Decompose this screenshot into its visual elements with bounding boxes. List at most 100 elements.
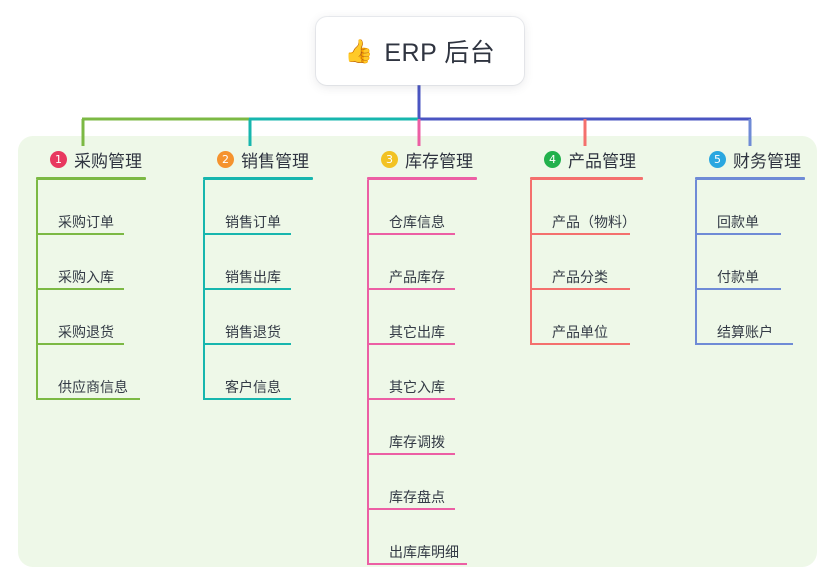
branch-spine xyxy=(695,180,697,345)
branch-item-label: 其它入库 xyxy=(389,379,445,395)
branch-item-underline xyxy=(367,453,455,455)
branch-header-label: 产品管理 xyxy=(568,151,636,171)
branch-header-label: 采购管理 xyxy=(74,151,142,171)
branch-item-list: 产品（物料） 产品分类产品单位 xyxy=(530,180,643,345)
branch-item-label: 采购订单 xyxy=(58,214,114,230)
branch-item-underline xyxy=(203,288,291,290)
branch-item-underline xyxy=(367,398,455,400)
branch-item-label: 其它出库 xyxy=(389,324,445,340)
branch-header-label: 销售管理 xyxy=(241,151,309,171)
branch-number-badge: 5 xyxy=(709,150,726,168)
branch-item-underline xyxy=(367,508,455,510)
branch-item[interactable]: 产品分类 xyxy=(530,235,643,290)
branch-header-underline xyxy=(530,177,643,180)
branch-item-label: 采购退货 xyxy=(58,324,114,340)
branch-item-underline xyxy=(203,343,291,345)
branch-item-underline xyxy=(695,233,781,235)
branch-item[interactable]: 库存盘点 xyxy=(367,455,477,510)
branch-item[interactable]: 结算账户 xyxy=(695,290,805,345)
branch-item-underline xyxy=(367,288,455,290)
branch-header-产品管理[interactable]: 4 产品管理 xyxy=(530,146,643,172)
branch-header-underline xyxy=(203,177,313,180)
branch-column-产品管理: 4 产品管理产品（物料） 产品分类产品单位 xyxy=(530,146,643,345)
branch-column-库存管理: 3 库存管理仓库信息产品库存其它出库其它入库库存调拨库存盘点出库库明细 xyxy=(367,146,477,565)
branch-item-label: 供应商信息 xyxy=(58,379,128,395)
branch-spine xyxy=(367,180,369,565)
branch-item[interactable]: 产品单位 xyxy=(530,290,643,345)
thumbs-up-icon: 👍 xyxy=(344,38,374,65)
branch-item-label: 库存调拨 xyxy=(389,434,445,450)
branch-item[interactable]: 采购入库 xyxy=(36,235,146,290)
branch-item[interactable]: 其它出库 xyxy=(367,290,477,345)
branch-header-label: 财务管理 xyxy=(733,151,801,171)
branch-item[interactable]: 回款单 xyxy=(695,180,805,235)
branch-item[interactable]: 仓库信息 xyxy=(367,180,477,235)
branch-item[interactable]: 采购退货 xyxy=(36,290,146,345)
branch-item[interactable]: 其它入库 xyxy=(367,345,477,400)
branch-item-list: 回款单付款单结算账户 xyxy=(695,180,805,345)
branch-number-badge: 1 xyxy=(50,150,67,168)
branch-item-underline xyxy=(36,343,124,345)
branch-item[interactable]: 付款单 xyxy=(695,235,805,290)
branch-item-underline xyxy=(203,233,291,235)
branch-item[interactable]: 供应商信息 xyxy=(36,345,146,400)
branch-item[interactable]: 库存调拨 xyxy=(367,400,477,455)
branch-item-label: 回款单 xyxy=(717,214,759,230)
branch-item-list: 采购订单采购入库采购退货供应商信息 xyxy=(36,180,146,400)
branch-item-underline xyxy=(367,233,455,235)
root-node-title: ERP 后台 xyxy=(384,39,496,67)
branch-item[interactable]: 销售订单 xyxy=(203,180,313,235)
branch-item[interactable]: 产品库存 xyxy=(367,235,477,290)
branch-item[interactable]: 销售出库 xyxy=(203,235,313,290)
branch-item[interactable]: 客户信息 xyxy=(203,345,313,400)
branch-number-badge: 3 xyxy=(381,150,398,168)
branch-column-销售管理: 2 销售管理销售订单销售出库销售退货客户信息 xyxy=(203,146,313,400)
branch-header-销售管理[interactable]: 2 销售管理 xyxy=(203,146,313,172)
branch-item-underline xyxy=(367,343,455,345)
branch-item-label: 采购入库 xyxy=(58,269,114,285)
branch-header-underline xyxy=(367,177,477,180)
branch-item-underline xyxy=(36,398,140,400)
branch-column-采购管理: 1 采购管理采购订单采购入库采购退货供应商信息 xyxy=(36,146,146,400)
branch-item-underline xyxy=(530,343,630,345)
root-node-erp-backend[interactable]: 👍 ERP 后台 xyxy=(316,17,524,85)
branch-column-财务管理: 5 财务管理回款单付款单结算账户 xyxy=(695,146,805,345)
branch-spine xyxy=(36,180,38,400)
branch-item[interactable]: 采购订单 xyxy=(36,180,146,235)
branch-number-badge: 2 xyxy=(217,150,234,168)
branch-item-label: 产品单位 xyxy=(552,324,608,340)
branch-item-underline xyxy=(367,563,467,565)
branch-item[interactable]: 产品（物料） xyxy=(530,180,643,235)
branch-item-list: 销售订单销售出库销售退货客户信息 xyxy=(203,180,313,400)
branch-header-库存管理[interactable]: 3 库存管理 xyxy=(367,146,477,172)
branch-header-label: 库存管理 xyxy=(405,151,473,171)
branch-item-list: 仓库信息产品库存其它出库其它入库库存调拨库存盘点出库库明细 xyxy=(367,180,477,565)
branch-item-label: 销售出库 xyxy=(225,269,281,285)
branch-item-label: 库存盘点 xyxy=(389,489,445,505)
branch-item-label: 销售退货 xyxy=(225,324,281,340)
branch-header-underline xyxy=(36,177,146,180)
branch-header-财务管理[interactable]: 5 财务管理 xyxy=(695,146,805,172)
branch-item-label: 销售订单 xyxy=(225,214,281,230)
branch-number-badge: 4 xyxy=(544,150,561,168)
branch-item-label: 产品（物料） xyxy=(552,214,636,230)
branch-item-underline xyxy=(695,343,793,345)
branch-header-采购管理[interactable]: 1 采购管理 xyxy=(36,146,146,172)
branch-item-underline xyxy=(36,233,124,235)
branch-item[interactable]: 出库库明细 xyxy=(367,510,477,565)
branch-item-underline xyxy=(530,233,630,235)
branch-header-underline xyxy=(695,177,805,180)
branch-item-label: 客户信息 xyxy=(225,379,281,395)
root-node-content: 👍 ERP 后台 xyxy=(345,33,496,69)
branch-item-label: 产品库存 xyxy=(389,269,445,285)
branch-item-label: 产品分类 xyxy=(552,269,608,285)
branch-item-label: 出库库明细 xyxy=(389,544,459,560)
branch-item-label: 付款单 xyxy=(717,269,759,285)
branch-item-label: 仓库信息 xyxy=(389,214,445,230)
branch-spine xyxy=(530,180,532,345)
branch-item-underline xyxy=(203,398,291,400)
branch-item-underline xyxy=(695,288,781,290)
branch-spine xyxy=(203,180,205,400)
branch-item[interactable]: 销售退货 xyxy=(203,290,313,345)
